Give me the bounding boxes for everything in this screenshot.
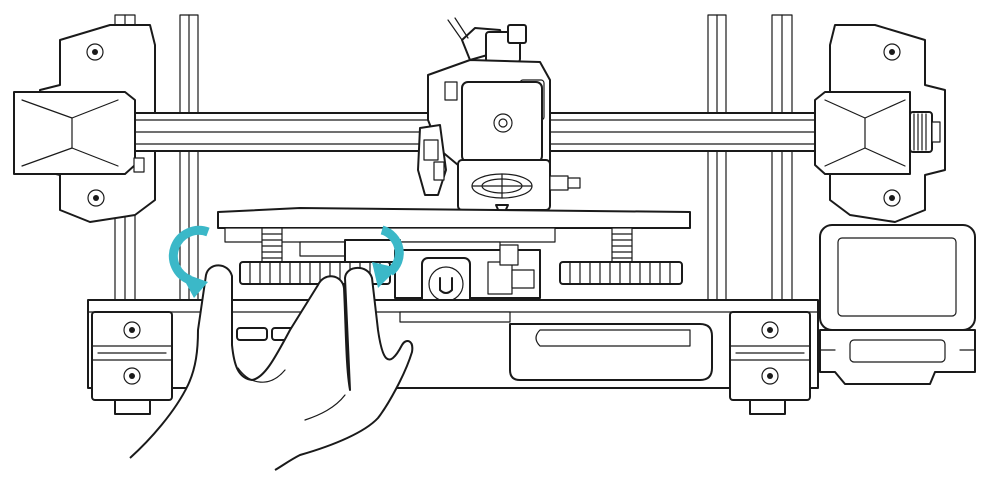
left-end-cap xyxy=(13,91,145,175)
leveling-gear-right xyxy=(559,261,683,285)
base-corner-right xyxy=(729,311,811,415)
right-end-cap xyxy=(814,91,911,175)
toolhead xyxy=(417,17,581,215)
touchscreen xyxy=(819,224,976,385)
hand-icon xyxy=(129,264,414,471)
rotate-arrows-icon xyxy=(168,225,404,298)
base-corner-left xyxy=(91,311,173,415)
tension-knob xyxy=(909,111,941,153)
